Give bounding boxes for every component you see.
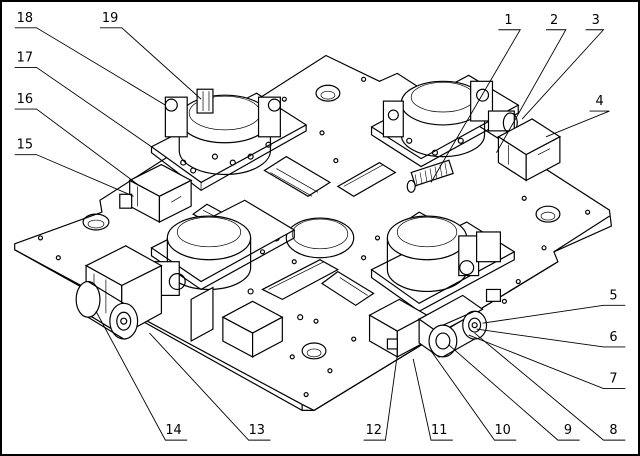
callout-2: 2 bbox=[550, 13, 558, 28]
callout-14: 14 bbox=[165, 423, 181, 438]
top-left-module bbox=[150, 88, 308, 192]
callout-6: 6 bbox=[609, 330, 617, 345]
callout-3: 3 bbox=[592, 13, 600, 28]
callout-7: 7 bbox=[609, 372, 617, 387]
callout-16: 16 bbox=[17, 92, 33, 107]
callout-1: 1 bbox=[504, 13, 512, 28]
callout-labels: 1 2 3 4 5 6 7 8 9 10 11 12 13 14 15 16 1… bbox=[17, 11, 618, 438]
callout-4: 4 bbox=[596, 94, 604, 109]
bottom-right-module bbox=[368, 215, 516, 359]
callout-15: 15 bbox=[17, 138, 33, 153]
callout-13: 13 bbox=[249, 423, 265, 438]
callout-9: 9 bbox=[564, 423, 572, 438]
callout-19: 19 bbox=[102, 11, 118, 26]
motor-top-left bbox=[119, 163, 193, 224]
callout-11: 11 bbox=[431, 423, 447, 438]
callout-17: 17 bbox=[17, 50, 33, 65]
callout-5: 5 bbox=[609, 288, 617, 303]
bottom-left-module bbox=[75, 199, 304, 358]
plate-holes bbox=[82, 84, 561, 360]
callout-12: 12 bbox=[366, 423, 382, 438]
callout-8: 8 bbox=[609, 423, 617, 438]
plate-screws bbox=[37, 76, 591, 398]
lead-screw-spring bbox=[406, 159, 454, 193]
callout-10: 10 bbox=[494, 423, 510, 438]
callout-leaders bbox=[14, 27, 626, 441]
callout-18: 18 bbox=[17, 11, 33, 26]
